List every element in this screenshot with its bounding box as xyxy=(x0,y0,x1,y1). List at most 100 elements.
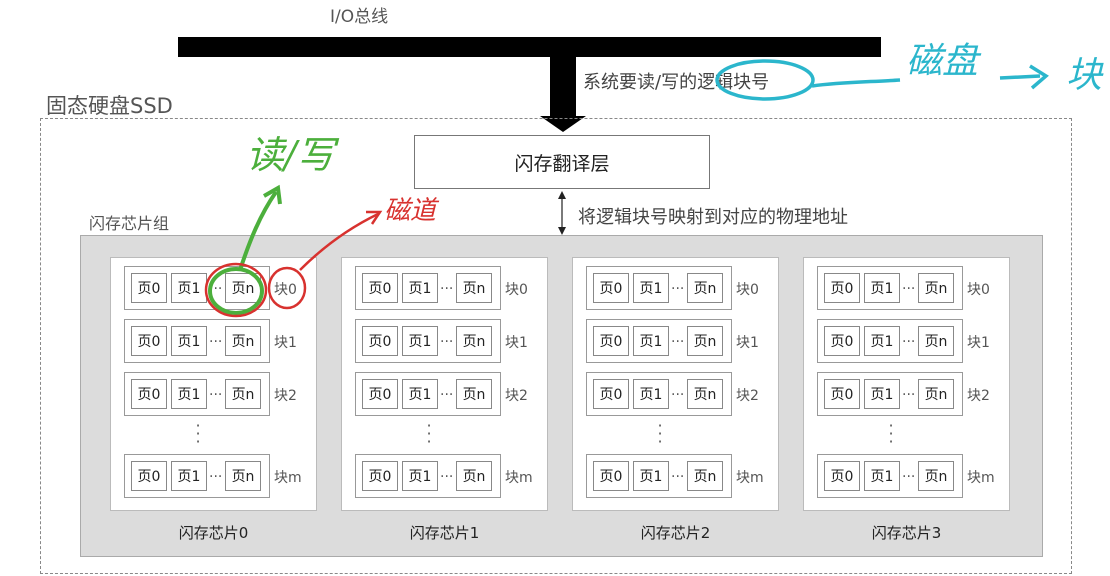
flash-page: 页0 xyxy=(131,273,167,303)
flash-page: 页0 xyxy=(593,273,629,303)
flash-translation-layer-label: 闪存翻译层 xyxy=(514,152,610,175)
flash-page: 页n xyxy=(687,461,723,491)
flash-page: 页1 xyxy=(171,273,207,303)
ssd-boundary xyxy=(40,118,1072,574)
cyan-arrow-to-disk xyxy=(811,78,901,88)
flash-page: 页1 xyxy=(864,379,900,409)
flash-page: 页n xyxy=(456,461,492,491)
flash-page: 页0 xyxy=(362,326,398,356)
page-ellipsis: ... xyxy=(209,277,223,293)
vertical-ellipsis-icon: ··· xyxy=(657,416,663,451)
flash-page: 页n xyxy=(918,379,954,409)
flash-page: 页1 xyxy=(402,461,438,491)
page-ellipsis: ... xyxy=(902,330,916,346)
flash-page: 页n xyxy=(918,273,954,303)
page-ellipsis: ... xyxy=(671,383,685,399)
flash-page: 页1 xyxy=(402,379,438,409)
page-ellipsis: ... xyxy=(902,277,916,293)
flash-page: 页n xyxy=(918,461,954,491)
flash-chip-label: 闪存芯片0 xyxy=(178,524,249,542)
flash-page: 页n xyxy=(225,273,261,303)
page-ellipsis: ... xyxy=(671,465,685,481)
flash-page: 页1 xyxy=(171,379,207,409)
flash-page: 页0 xyxy=(824,273,860,303)
io-bus-stem xyxy=(550,57,576,119)
flash-page: 页1 xyxy=(633,326,669,356)
flash-block-label: 块0 xyxy=(505,282,528,298)
flash-page: 页0 xyxy=(593,326,629,356)
flash-block-label: 块0 xyxy=(736,282,759,298)
flash-page: 页1 xyxy=(864,273,900,303)
flash-page: 页n xyxy=(456,379,492,409)
flash-block-label: 块m xyxy=(505,470,533,486)
flash-page: 页0 xyxy=(362,379,398,409)
ssd-label: 固态硬盘SSD xyxy=(46,94,173,118)
flash-page: 页n xyxy=(225,379,261,409)
logical-block-request-label: 系统要读/写的逻辑块号 xyxy=(583,72,770,93)
page-ellipsis: ... xyxy=(440,277,454,293)
flash-block-label: 块2 xyxy=(736,388,759,404)
cyan-arrow-to-block xyxy=(999,74,1041,80)
flash-block-label: 块1 xyxy=(967,335,990,351)
mapping-description-label: 将逻辑块号映射到对应的物理地址 xyxy=(578,207,848,228)
flash-block-label: 块1 xyxy=(505,335,528,351)
cyan-arrowhead-icon xyxy=(1029,64,1049,90)
flash-chip-label: 闪存芯片1 xyxy=(409,524,480,542)
flash-block-label: 块2 xyxy=(967,388,990,404)
flash-chip-label: 闪存芯片2 xyxy=(640,524,711,542)
flash-chip-group-label: 闪存芯片组 xyxy=(89,214,170,233)
flash-page: 页0 xyxy=(824,379,860,409)
flash-page: 页1 xyxy=(402,273,438,303)
flash-chip-label: 闪存芯片3 xyxy=(871,524,942,542)
flash-page: 页n xyxy=(456,326,492,356)
flash-page: 页1 xyxy=(633,461,669,491)
flash-page: 页n xyxy=(687,326,723,356)
flash-page: 页1 xyxy=(633,273,669,303)
flash-page: 页0 xyxy=(131,379,167,409)
flash-block-label: 块m xyxy=(967,470,995,486)
flash-block-label: 块m xyxy=(274,470,302,486)
flash-block-label: 块m xyxy=(736,470,764,486)
flash-page: 页1 xyxy=(633,379,669,409)
flash-block-label: 块1 xyxy=(736,335,759,351)
flash-page: 页1 xyxy=(171,461,207,491)
page-ellipsis: ... xyxy=(902,383,916,399)
page-ellipsis: ... xyxy=(440,330,454,346)
page-ellipsis: ... xyxy=(671,330,685,346)
page-ellipsis: ... xyxy=(209,383,223,399)
vertical-ellipsis-icon: ··· xyxy=(888,416,894,451)
flash-translation-layer-box: 闪存翻译层 xyxy=(414,135,710,189)
handwritten-read-write: 读/写 xyxy=(246,133,335,177)
handwritten-block: 块 xyxy=(1066,55,1103,96)
flash-page: 页1 xyxy=(864,461,900,491)
handwritten-disk: 磁盘 xyxy=(906,41,979,82)
flash-page: 页n xyxy=(918,326,954,356)
flash-block-label: 块2 xyxy=(274,388,297,404)
flash-page: 页n xyxy=(687,379,723,409)
flash-page: 页0 xyxy=(131,461,167,491)
io-bus-bar xyxy=(178,37,881,57)
flash-page: 页1 xyxy=(864,326,900,356)
flash-page: 页0 xyxy=(593,379,629,409)
flash-block-label: 块2 xyxy=(505,388,528,404)
io-bus-label: I/O总线 xyxy=(330,7,389,27)
handwritten-track: 磁道 xyxy=(384,196,437,226)
